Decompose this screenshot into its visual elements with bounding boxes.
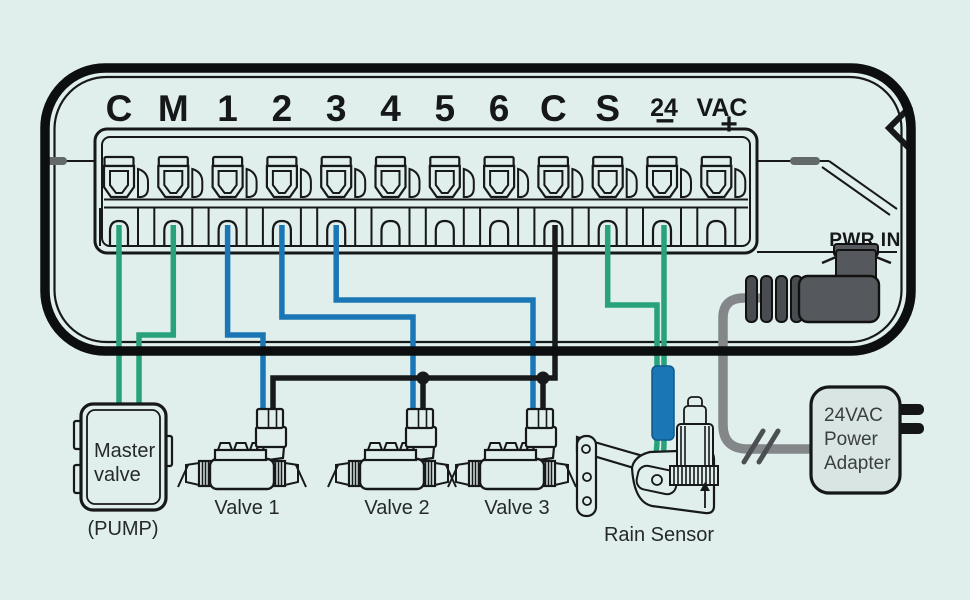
junction-dot-valve2 [416,371,430,385]
sensor-cap-ribs [680,426,710,468]
terminal-label-5: 5 [435,88,456,129]
plug-rib [760,275,773,323]
wire-master-green [136,225,177,412]
wire-valve-common-black [270,225,558,414]
valve-1-label: Valve 1 [214,497,279,519]
sensor-cap-body [676,423,714,471]
adapter-prong [896,423,924,434]
power-adapter: 24VAC Power Adapter [809,385,924,495]
bracket-screw [582,472,592,482]
terminal-label-m: M [158,88,189,129]
wire-splice-sleeve [651,365,675,441]
housing-chevron-notch [884,103,914,153]
wire-station2-blue [279,225,416,414]
sensor-arrow-head [700,482,710,491]
terminal-label-c2: C [540,88,567,129]
master-valve-body [79,402,168,512]
cable-break-marks [741,428,781,465]
plug-rib [775,275,788,323]
adapter-prong [896,404,924,415]
power-cable [718,293,817,454]
housing-edge-diagonals [821,160,898,216]
terminal-label-6: 6 [489,88,510,129]
master-valve: Master valve (PUMP) [72,402,174,540]
minus-symbol: – [656,100,675,138]
rain-sensor-bracket [575,434,598,518]
wire-station1-blue [224,225,266,414]
terminal-compartment [93,127,759,255]
adapter-label-line1: 24VAC [824,405,883,426]
terminal-label-vac: VAC [697,94,748,122]
sensor-knurl-hatch [673,467,715,484]
terminal-label-3: 3 [326,88,347,129]
plug-body [797,274,881,324]
terminal-label-c1: C [106,88,133,129]
terminal-shelf-lines [104,198,748,209]
housing-slot-right [790,157,820,165]
adapter-body [809,385,902,495]
terminal-label-s: S [595,88,620,129]
controller-case-border [40,63,916,356]
terminal-labels: C M 1 2 3 4 5 6 C S 24 VAC – + [106,88,748,141]
terminal-compartment-outer [93,127,759,255]
rain-sensor: Rain Sensor [575,396,719,546]
controller-housing-details: PWR IN [45,75,914,344]
terminal-label-24: 24 [650,94,678,122]
housing-inner-line [53,75,903,344]
bracket-screw [582,496,592,506]
junction-dot-valve3 [536,371,550,385]
valve-3-label: Valve 3 [484,497,549,519]
terminal-label-4: 4 [380,88,401,129]
master-valve-inner-line [86,409,161,505]
power-plug [745,243,892,324]
terminal-label-2: 2 [272,88,293,129]
master-valve-label-line1: Master [94,440,155,462]
adapter-label-line2: Power [824,429,879,450]
adapter-label-line3: Adapter [824,453,891,474]
bracket-screw [581,444,591,454]
plate-screw [651,474,663,486]
wire-station3-blue [333,225,536,414]
master-valve-sublabel: (PUMP) [87,518,158,540]
plug-tab-wings [821,255,892,265]
plus-symbol: + [720,108,738,141]
rain-sensor-label: Rain Sensor [604,524,714,546]
master-valve-label-line2: valve [94,464,141,486]
housing-slot-left [45,157,67,165]
valve-2-label: Valve 2 [364,497,429,519]
terminal-label-1: 1 [217,88,238,129]
plug-rib [745,275,758,323]
